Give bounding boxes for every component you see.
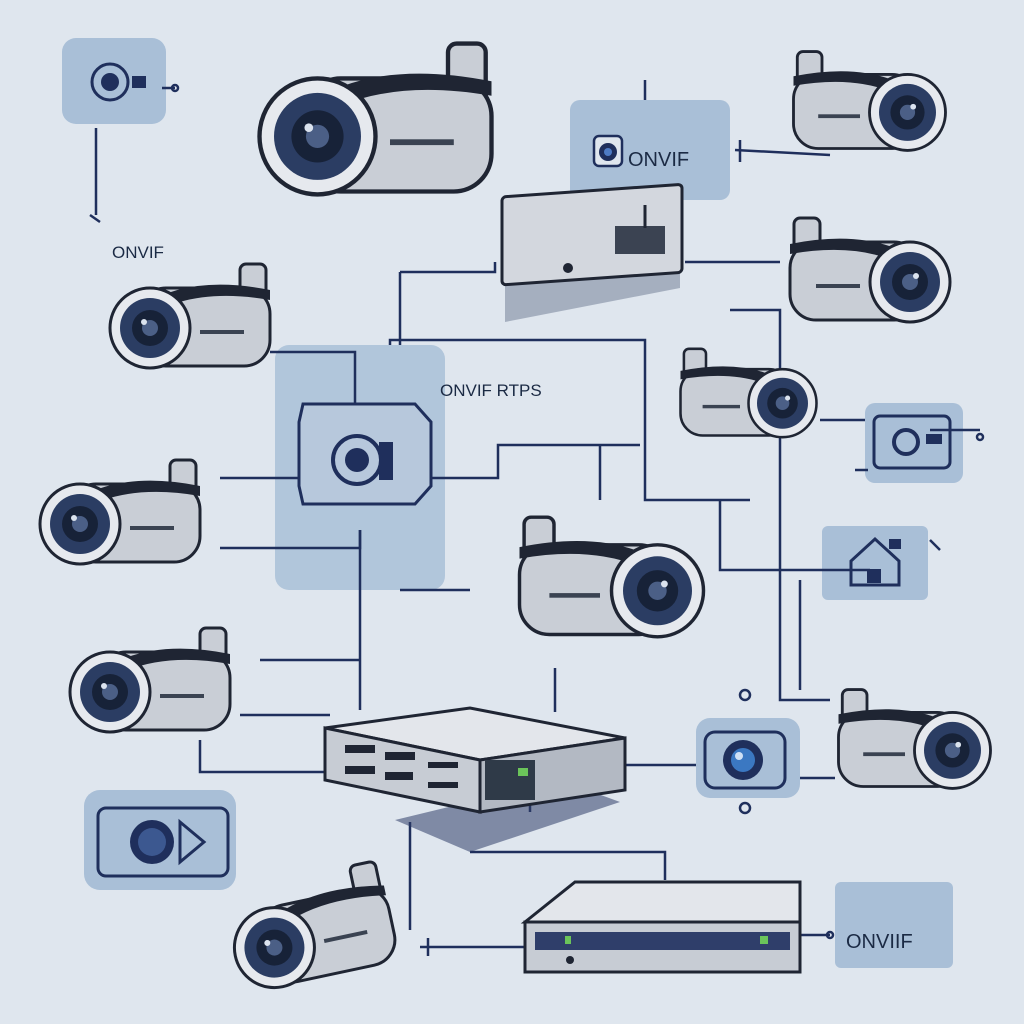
nvr-recorder	[323, 706, 627, 852]
smart-home-icon	[849, 536, 901, 587]
onvif-box-label-top: ONVIF	[628, 149, 689, 171]
onvif-camera-icon	[592, 134, 624, 168]
camera-center	[520, 517, 704, 637]
camera-right-1	[790, 218, 950, 322]
camera-left-3	[68, 626, 232, 734]
camera-top-large	[260, 44, 492, 195]
camera-right-2	[681, 349, 817, 437]
camera-left-2	[38, 458, 202, 566]
camera-eye-icon	[703, 730, 787, 790]
onvif-panel-top	[570, 100, 730, 200]
onvif-rtps-label: ONVIF RTPS	[440, 381, 542, 400]
camera-right-3	[839, 690, 991, 789]
connection-lines	[94, 80, 980, 949]
onvif-panel-bottom	[835, 882, 953, 968]
camera-top-right	[794, 52, 946, 151]
icon-panel-r1	[865, 403, 963, 483]
icon-panel-r2	[822, 526, 928, 600]
onvif-box-label-bottom: ONVIIF	[846, 931, 913, 953]
dvr-recorder	[520, 880, 802, 974]
camera-badge-icon	[90, 62, 146, 102]
camera-left-1	[108, 262, 272, 370]
hub-camera-icon	[297, 402, 433, 506]
onvif-label-left: ONVIF	[112, 243, 164, 262]
network-hub	[500, 183, 684, 322]
video-play-icon	[96, 806, 230, 878]
camera-lens-icon	[872, 414, 952, 470]
camera-bottom-left	[220, 858, 402, 997]
connector-ticks	[89, 83, 985, 956]
